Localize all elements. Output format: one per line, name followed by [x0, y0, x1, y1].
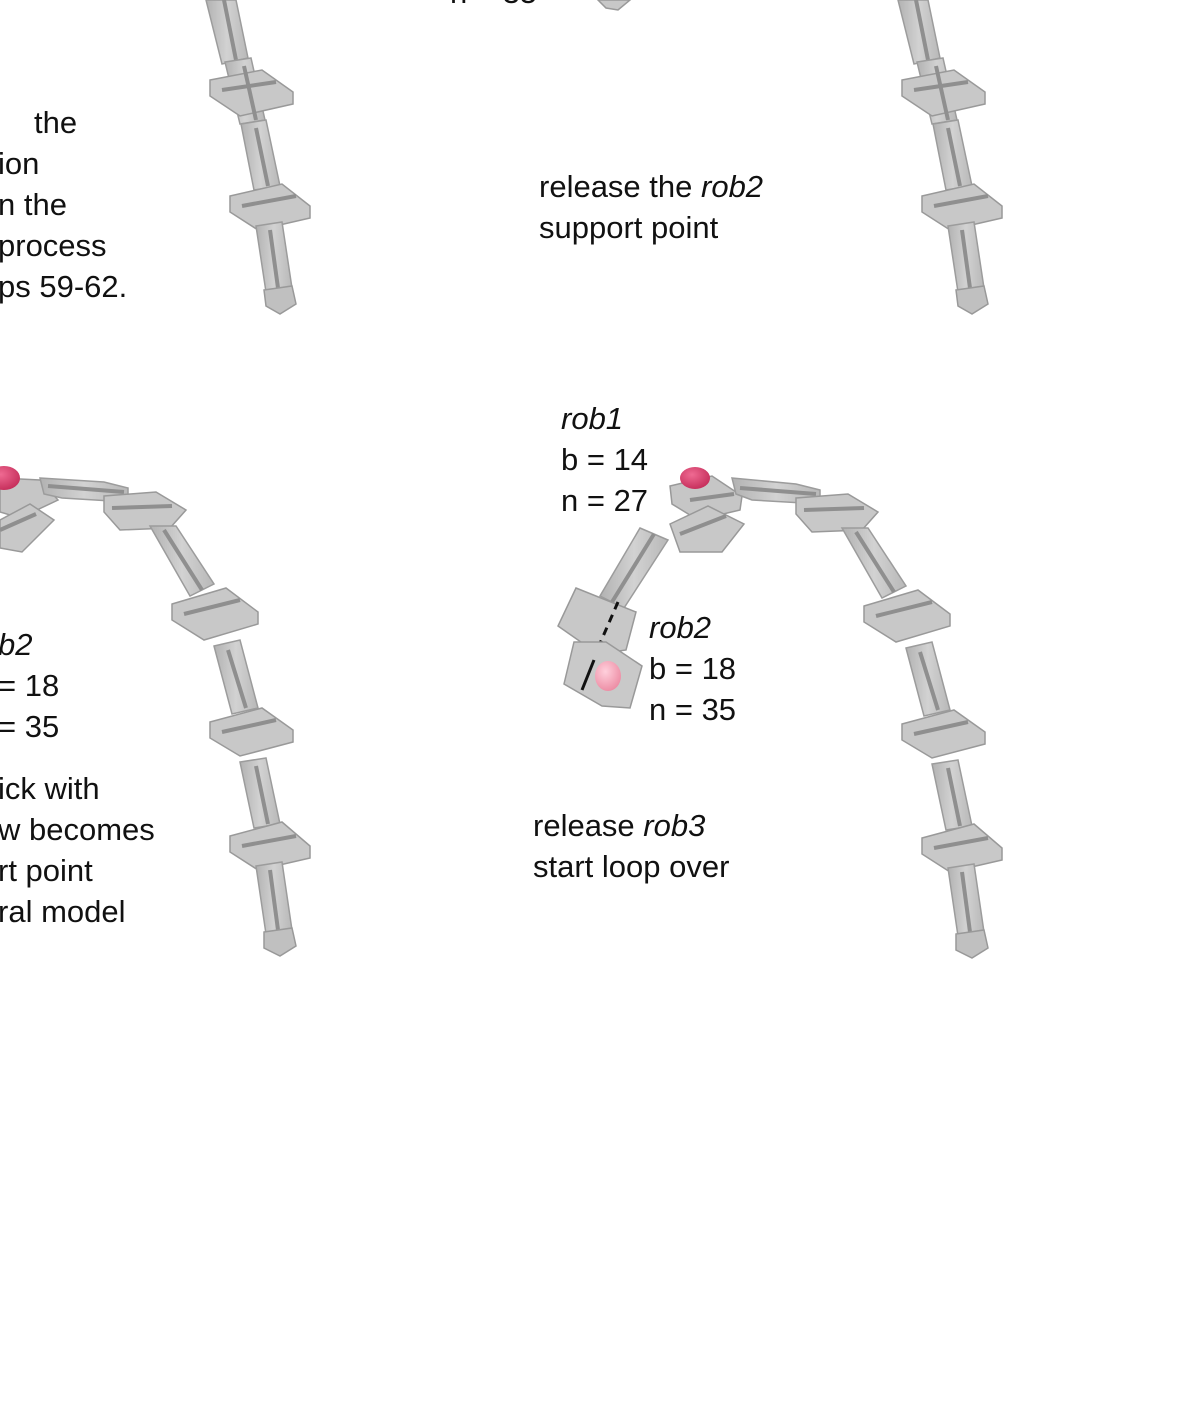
bottom-left-line-1: ick with: [0, 771, 100, 806]
rob2-support-point-marker: [595, 661, 621, 691]
bottom-left-rob-name: b2: [0, 627, 33, 662]
bottom-right-line-1-robot: rob3: [643, 808, 706, 843]
support-point-red-marker: [0, 466, 20, 490]
bottom-left-line-3: rt point: [0, 853, 93, 888]
bottom-right-line-1: release rob3: [533, 805, 729, 846]
rob1-name: rob1: [561, 401, 624, 436]
top-left-arch-leg: [205, 0, 311, 315]
rob1-label: rob1 b = 14 n = 27: [561, 398, 648, 521]
rob2-b-value: b = 18: [649, 651, 737, 686]
rob2-name: rob2: [649, 610, 712, 645]
top-right-arch-leg: [897, 0, 1003, 315]
rob1-support-point-marker: [680, 467, 710, 489]
top-right-line-2: support point: [539, 210, 719, 245]
top-right-line-1: release the rob2: [539, 166, 763, 207]
rob2-label: rob2 b = 18 n = 35: [649, 607, 736, 730]
bottom-right-caption: release rob3 start loop over: [533, 805, 729, 887]
bottom-left-arch: [0, 466, 311, 957]
bottom-left-n-value: = 35: [0, 709, 60, 744]
top-block-fragment: [596, 0, 632, 11]
bottom-left-rob2-label: b2 = 18 = 35: [0, 624, 59, 747]
top-left-line-4: process: [0, 228, 107, 263]
top-right-cutoff-label-wrap: n = 35: [450, 0, 537, 12]
top-left-caption: the ion n the process ps 59-62.: [0, 102, 127, 307]
top-right-line-1-text: release the: [539, 169, 701, 204]
top-right-line-1-robot: rob2: [701, 169, 764, 204]
top-left-line-2: ion: [0, 146, 40, 181]
rob2-n-value: n = 35: [649, 692, 737, 727]
bottom-left-caption: ick with w becomes rt point ral model: [0, 768, 155, 932]
top-left-line-1: the: [34, 105, 78, 140]
bottom-right-line-1-text: release: [533, 808, 644, 843]
bottom-left-line-2: w becomes: [0, 812, 155, 847]
bottom-right-line-2: start loop over: [533, 849, 730, 884]
top-right-caption: release the rob2 support point: [539, 166, 763, 248]
rob1-n-value: n = 27: [561, 483, 649, 518]
bottom-right-arch: [557, 467, 1003, 959]
bottom-left-line-4: ral model: [0, 894, 126, 929]
rob1-b-value: b = 14: [561, 442, 649, 477]
top-left-line-5: ps 59-62.: [0, 269, 128, 304]
bottom-left-b-value: = 18: [0, 668, 60, 703]
top-left-line-3: n the: [0, 187, 67, 222]
top-right-cutoff-label: n = 35: [450, 0, 537, 12]
